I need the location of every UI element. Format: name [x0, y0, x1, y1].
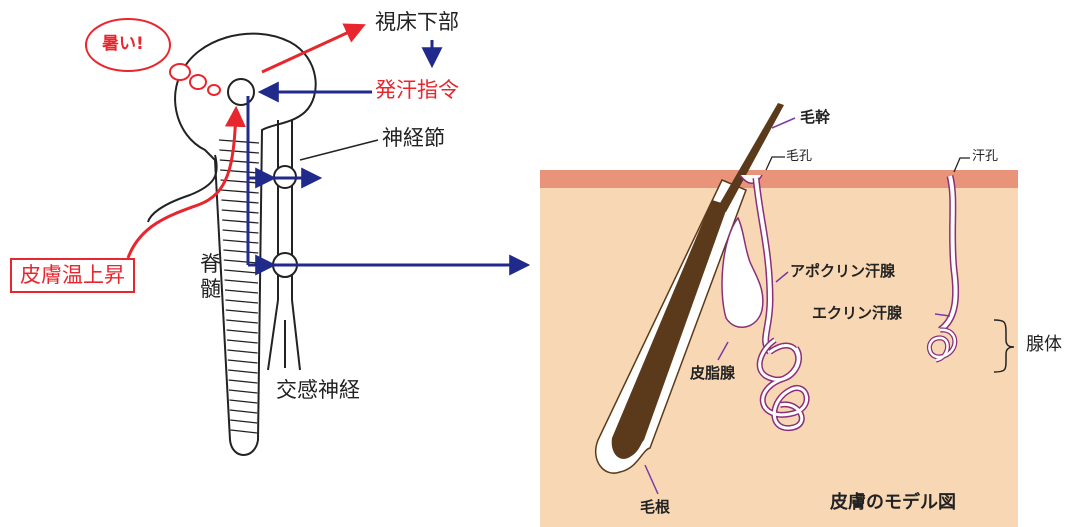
ganglion-pointer	[300, 140, 378, 160]
thought-dot-2	[190, 75, 206, 89]
hair-shaft-label: 毛幹	[800, 110, 830, 125]
ganglion-label: 神経節	[382, 128, 445, 149]
skin-model-title: 皮膚のモデル図	[830, 494, 956, 512]
thought-dot-1	[170, 64, 190, 80]
hair-root-label: 毛根	[640, 500, 670, 515]
sweat-command-label: 発汗指令	[375, 80, 459, 101]
sebaceous-gland-label: 皮脂腺	[690, 366, 735, 381]
hot-bubble-label: 暑い!	[102, 36, 144, 53]
epidermis-layer	[540, 170, 1018, 188]
hypothalamus-label: 視床下部	[375, 12, 459, 33]
hair-pore-label: 毛孔	[786, 150, 812, 163]
hypothalamus-node	[228, 79, 254, 105]
sweat-pore-label: 汗孔	[972, 150, 998, 163]
thought-dot-3	[208, 85, 220, 95]
skin-model	[540, 103, 1018, 527]
hair-pore-pointer	[766, 157, 785, 170]
spinal-cord-label: 脊髄	[200, 252, 224, 302]
eccrine-gland-label: エクリン汗腺	[812, 306, 902, 321]
sympathetic-nerve-label: 交感神経	[276, 380, 360, 401]
apocrine-gland-label: アポクリン汗腺	[790, 264, 895, 279]
gland-body-label: 腺体	[1026, 336, 1062, 354]
sweat-pore-pointer	[954, 158, 970, 172]
skin-temp-rise-label: 皮膚温上昇	[10, 258, 135, 293]
sympathetic-chain	[268, 120, 300, 370]
